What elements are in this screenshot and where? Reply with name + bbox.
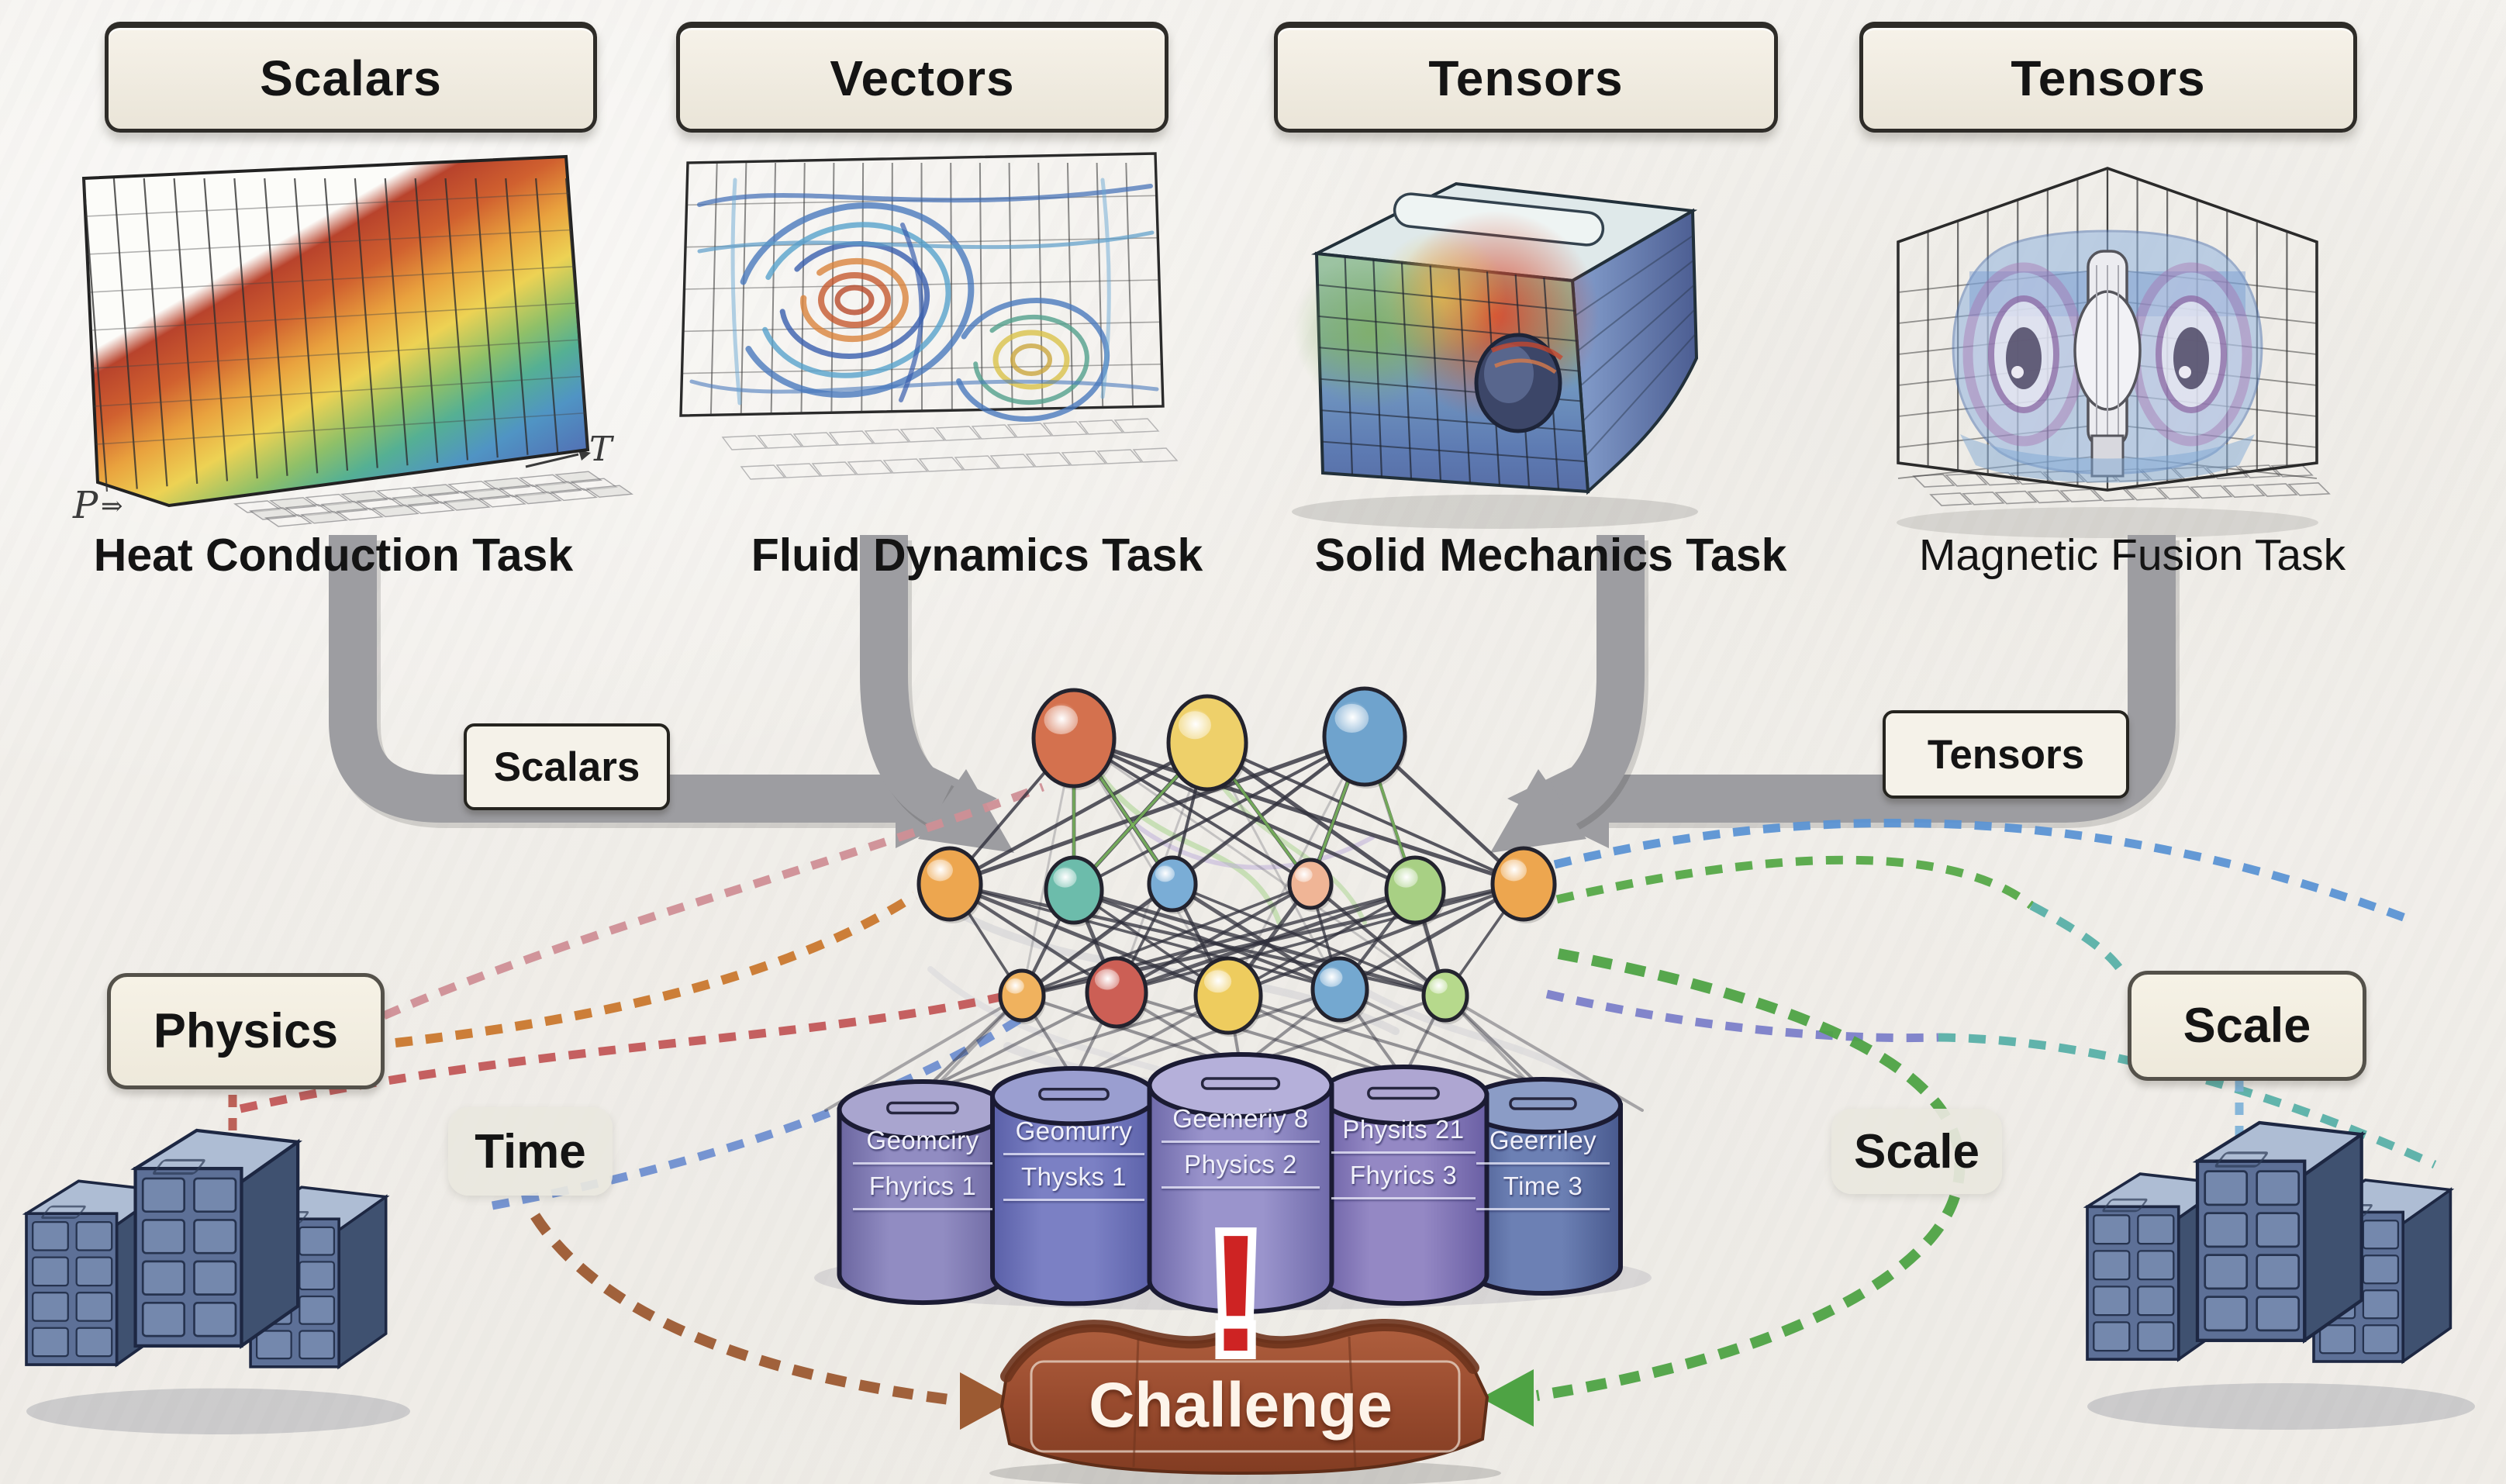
heat-ground-grid <box>233 471 633 527</box>
heat-conduction-illustration: T P ⇒ <box>72 154 633 527</box>
challenge-banner <box>999 1318 1489 1475</box>
dataset-cylinder-label-3: Geemeriy 8 Physics 2 <box>1151 1104 1331 1196</box>
tokamak-cross-section <box>1952 230 2263 483</box>
heat-slab <box>81 154 633 527</box>
dataset-cylinder-label-5: Geerriley Time 3 <box>1467 1126 1619 1217</box>
task-label-fusion: Magnetic Fusion Task <box>1918 530 2346 580</box>
type-box-scalars: Scalars <box>105 22 597 133</box>
type-label: Vectors <box>830 50 1015 106</box>
solid-block <box>1292 181 1699 529</box>
server-rack-right <box>2083 1120 2475 1430</box>
task-label-fluid: Fluid Dynamics Task <box>751 530 1203 581</box>
magnetic-fusion-illustration <box>1897 167 2331 538</box>
type-box-tensors-2: Tensors <box>1859 22 2357 133</box>
type-label: Tensors <box>2011 50 2206 106</box>
type-label: Tensors <box>1428 50 1624 106</box>
network-nodes <box>916 686 1557 1037</box>
heat-axis-p-arrow: ⇒ <box>101 491 123 522</box>
neural-network <box>824 686 1644 1174</box>
factor-box-physics: Physics <box>107 973 385 1089</box>
type-label: Scalars <box>260 50 442 106</box>
dataset-cylinder-label-2: Geomurry Thysks 1 <box>994 1116 1154 1208</box>
flow-label-scalars: Scalars <box>464 723 670 810</box>
type-box-vectors: Vectors <box>676 22 1168 133</box>
fluid-swirls <box>689 178 1159 422</box>
factor-label-time: Time <box>448 1107 613 1196</box>
dataset-cylinder-label-1: Geomciry Fhyrics 1 <box>844 1126 1002 1217</box>
factor-label-scale-inner: Scale <box>1831 1109 2002 1194</box>
challenge-banner-label: Challenge <box>1089 1370 1393 1441</box>
task-label-solid: Solid Mechanics Task <box>1314 530 1787 581</box>
factor-box-scale: Scale <box>2128 971 2366 1081</box>
server-rack-left <box>22 1128 410 1434</box>
solid-mechanics-illustration <box>1292 181 1699 529</box>
task-label-heat: Heat Conduction Task <box>93 530 574 581</box>
heat-axis-t-label: T <box>589 430 615 469</box>
fluid-dynamics-illustration <box>679 152 1179 480</box>
type-box-tensors-1: Tensors <box>1274 22 1778 133</box>
heat-axis-p-label: P <box>72 484 98 527</box>
dataset-cylinder-label-4: Physits 21 Fhyrics 3 <box>1321 1115 1486 1206</box>
flow-label-tensors: Tensors <box>1883 710 2129 799</box>
